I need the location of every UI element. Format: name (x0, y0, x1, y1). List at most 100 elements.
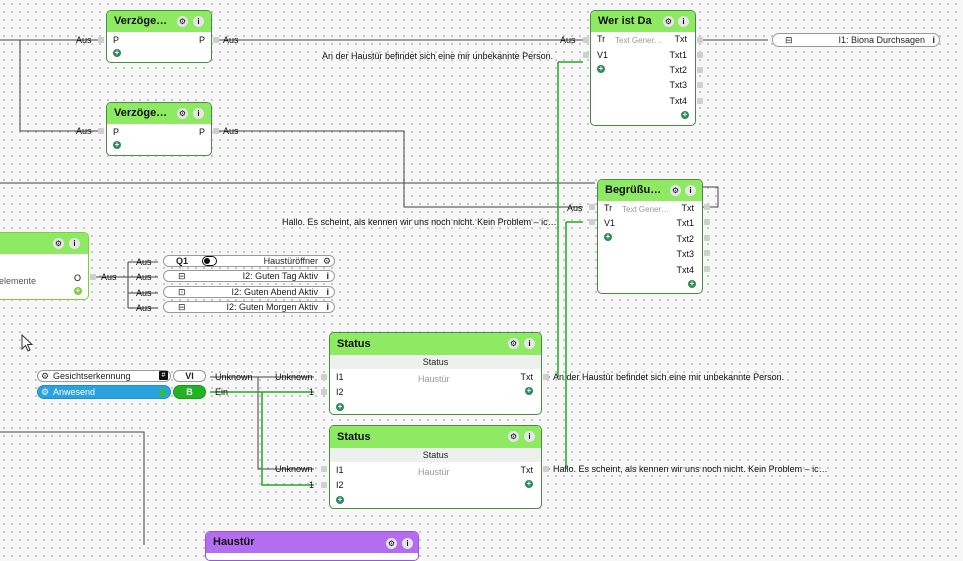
wire-label-aus: Aus (76, 126, 92, 136)
output-txt4[interactable]: Txt4 (676, 265, 694, 275)
wire-label-unknown: Unknown (275, 464, 313, 474)
add-pin-icon[interactable]: + (113, 48, 121, 57)
output-txt3[interactable]: Txt3 (669, 80, 687, 90)
input-i2[interactable]: I2 (336, 480, 344, 490)
info-icon[interactable]: i (678, 16, 689, 27)
gear-icon[interactable]: ⚙ (177, 108, 188, 119)
input-i1[interactable]: I1 (336, 465, 344, 475)
info-icon[interactable]: i (193, 108, 204, 119)
delay-block-2[interactable]: Verzöge… ⚙ i P P + (106, 102, 212, 156)
info-icon[interactable]: i (524, 338, 535, 349)
input-p[interactable]: P (113, 127, 120, 137)
output-i2-guten-tag[interactable]: ⊟ I2: Guten Tag Aktiv i (163, 270, 335, 282)
input-v1[interactable]: V1 (604, 218, 616, 228)
wire (703, 186, 719, 208)
output-p[interactable]: P (198, 127, 205, 137)
info-icon[interactable]: i (524, 431, 535, 442)
input-i1[interactable]: I1 (336, 372, 344, 382)
gear-icon[interactable]: ⚙ (53, 238, 64, 249)
add-pin-icon[interactable]: + (604, 232, 612, 241)
output-txt3[interactable]: Txt3 (676, 249, 694, 259)
status-block-2[interactable]: Status⚙i Status I1 Haustür Txt I2 + + (329, 425, 542, 509)
output-txt1[interactable]: Txt1 (669, 50, 687, 60)
add-pin-icon[interactable]: + (74, 286, 82, 295)
add-pin-icon[interactable]: + (688, 279, 696, 288)
input-p[interactable]: P (113, 35, 120, 45)
input-i2[interactable]: I2 (336, 387, 344, 397)
gear-icon[interactable]: ⚙ (41, 371, 50, 381)
status-block-1[interactable]: Status⚙i Status I1 Haustür Txt I2 + + (329, 332, 542, 415)
add-pin-icon[interactable]: + (336, 402, 344, 411)
add-pin-icon[interactable]: + (681, 110, 689, 119)
output-txt[interactable]: Txt (681, 203, 695, 213)
info-icon[interactable]: i (326, 271, 329, 281)
b-tag[interactable]: B (173, 385, 206, 399)
info-icon[interactable]: i (402, 538, 413, 549)
vi-tag-label: VI (185, 371, 194, 381)
wire-label-ein: Ein (215, 387, 229, 397)
text-generator-block-wer-ist-da[interactable]: Wer ist Da⚙i Tr Text Gener… Txt V1 Txt1 … (590, 10, 696, 126)
gear-icon[interactable]: ⚙ (322, 256, 331, 266)
vi-tag[interactable]: VI (173, 370, 206, 382)
add-pin-icon[interactable]: + (336, 495, 344, 504)
output-txt[interactable]: Txt (674, 34, 688, 44)
info-icon[interactable]: i (685, 185, 696, 196)
q1-tag: Q1 (176, 256, 189, 266)
gear-icon[interactable]: ⚙ (508, 338, 519, 349)
wire-label-aus: Aus (136, 303, 152, 313)
gear-icon[interactable]: ⚙ (386, 538, 397, 549)
add-pin-icon[interactable]: + (113, 140, 121, 149)
text-generator-block-begruessung[interactable]: Begrüßu…⚙i Tr Text Gener… Txt V1 Txt1 Tx… (597, 179, 703, 294)
input-tr[interactable]: Tr (597, 34, 606, 44)
input-tr[interactable]: Tr (604, 203, 613, 213)
output-i2-guten-morgen[interactable]: ⊟ I2: Guten Morgen Aktiv i (163, 301, 335, 313)
output-txt[interactable]: Txt (520, 372, 534, 382)
output-txt2[interactable]: Txt2 (669, 65, 687, 75)
output-q1-haustueroeffner[interactable]: Q1 Haustüröffner ⚙ (163, 255, 335, 267)
wire (210, 376, 314, 470)
pin-stub (543, 466, 549, 472)
gear-icon[interactable]: ⚙ (41, 387, 50, 397)
gear-icon[interactable]: ⚙ (177, 16, 188, 27)
gear-icon[interactable]: ⚙ (670, 185, 681, 196)
block-header: Verzöge…⚙i (107, 11, 211, 32)
output-p[interactable]: P (198, 35, 205, 45)
input-name: Anwesend (53, 387, 96, 397)
output-o: O (74, 273, 82, 283)
output-i2-guten-abend[interactable]: ⊡ I2: Guten Abend Aktiv i (163, 286, 335, 298)
pin-stub (583, 37, 589, 43)
pin-stub (704, 250, 710, 256)
partial-function-block[interactable]: ⚙i elemente O + (0, 232, 89, 300)
add-pin-icon[interactable]: + (525, 386, 533, 395)
pin-stub (697, 98, 703, 104)
wire-label-status1-out: An der Haustür befindet sich eine mir un… (553, 372, 785, 382)
output-txt4[interactable]: Txt4 (669, 96, 687, 106)
info-icon[interactable]: i (932, 35, 935, 45)
input-v1[interactable]: V1 (597, 50, 609, 60)
b-tag-label: B (186, 387, 193, 397)
output-icon: ⊟ (785, 35, 793, 45)
block-header: Haustür⚙i (206, 532, 418, 553)
info-icon[interactable]: i (326, 302, 329, 312)
gear-icon[interactable]: ⚙ (663, 16, 674, 27)
pin-stub (697, 52, 703, 58)
output-biona-durchsagen[interactable]: ⊟ I1: Biona Durchsagen i (772, 33, 940, 47)
info-icon[interactable]: i (69, 238, 80, 249)
add-pin-icon[interactable]: + (597, 64, 605, 73)
info-icon[interactable]: i (326, 287, 329, 297)
toggle-icon[interactable] (202, 256, 217, 266)
gear-icon[interactable]: ⚙ (508, 431, 519, 442)
info-icon[interactable]: i (193, 16, 204, 27)
haustuer-block[interactable]: Haustür⚙i (205, 531, 419, 561)
status-name: Haustür (418, 374, 450, 384)
pin-stub (98, 37, 104, 43)
wire-label-v1-wer: An der Haustür befindet sich eine mir un… (322, 51, 554, 61)
output-txt2[interactable]: Txt2 (676, 234, 694, 244)
add-pin-icon[interactable]: + (525, 479, 533, 488)
output-txt[interactable]: Txt (520, 465, 534, 475)
delay-block-1[interactable]: Verzöge…⚙i P P + (106, 10, 212, 63)
block-title: Verzöge… (114, 107, 168, 119)
output-txt1[interactable]: Txt1 (676, 218, 694, 228)
input-anwesend[interactable]: ⚙ Anwesend (37, 385, 171, 399)
input-gesichtserkennung[interactable]: ⚙ Gesichtserkennung # (37, 370, 171, 382)
